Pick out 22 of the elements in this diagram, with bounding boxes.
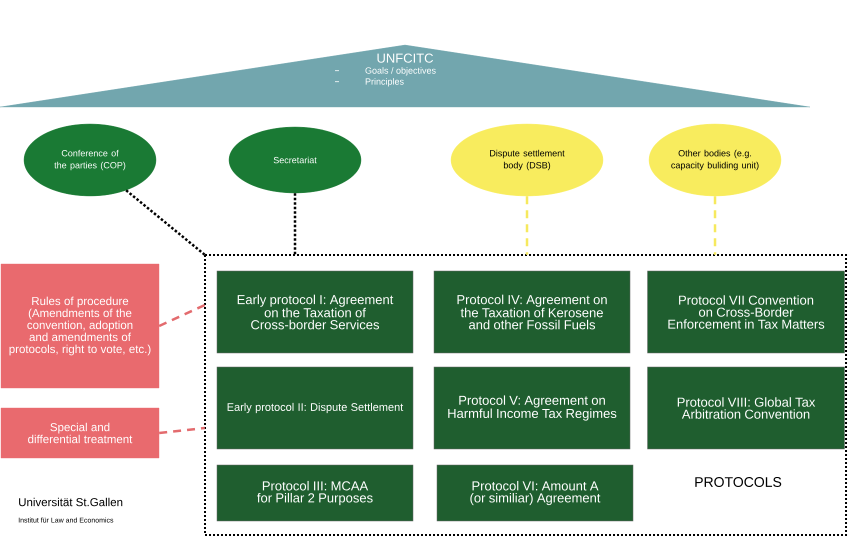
- process-box: Protocol VI: Amount A (or similiar) Agreement: [436, 464, 634, 522]
- connector-line: [526, 196, 528, 255]
- connector-line: [125, 189, 206, 256]
- process-box: Protocol IV: Agreement on the Taxation of Kerosene and other Fossil Fuels: [434, 270, 630, 354]
- connector-line: [159, 426, 205, 434]
- process-box: Rules of procedure (Amendments of the convention, adoption and amendments of protocols, right to vote, etc.): [0, 264, 160, 388]
- oval-node: Secretariat: [228, 126, 362, 194]
- connector-line: [158, 304, 206, 328]
- process-box: Early protocol I: Agreement on the Taxation of Cross-border Services: [216, 270, 414, 354]
- oval-node: Dispute settlement body (DSB): [450, 124, 604, 196]
- connector-line: [714, 196, 716, 255]
- roof-triangle: UNFCITC Goals / objectives Principles: [0, 44, 810, 108]
- process-box: Protocol VII Convention on Cross-Border Enforcement in Tax Matters: [647, 270, 845, 354]
- connector-line: [294, 193, 296, 255]
- oval-node: Conference of the parties (COP): [24, 124, 156, 196]
- institution-name: Universität St.Gallen: [19, 498, 122, 506]
- process-box: Protocol VIII: Global Tax Arbitration Convention: [647, 366, 845, 450]
- process-box: Special and differential treatment: [0, 408, 160, 458]
- process-box: Protocol III: MCAA for Pillar 2 Purposes: [216, 464, 414, 522]
- process-box: Protocol V: Agreement on Harmful Income Tax Regimes: [434, 366, 630, 450]
- process-box: Early protocol II: Dispute Settlement: [216, 366, 414, 450]
- oval-node: Other bodies (e.g. capacity buliding unit): [648, 124, 782, 196]
